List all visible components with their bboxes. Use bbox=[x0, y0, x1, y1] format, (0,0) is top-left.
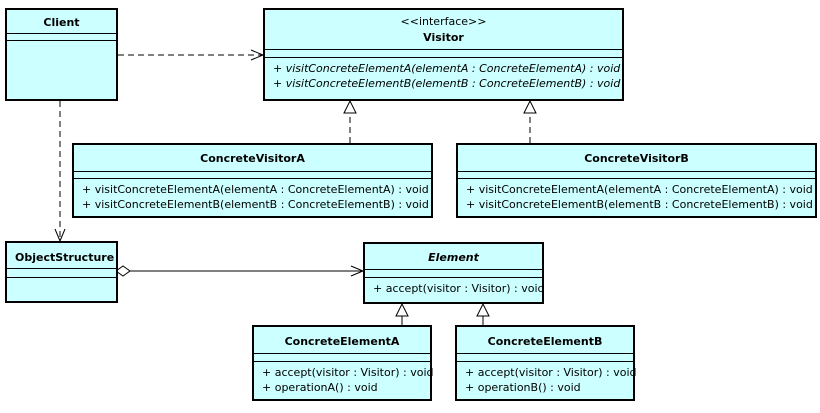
operations-compartment: + accept(visitor : Visitor) : void bbox=[365, 277, 545, 296]
class-concrete-element-a[interactable]: ConcreteElementA + accept(visitor : Visi… bbox=[252, 325, 434, 401]
operations-compartment bbox=[7, 40, 116, 41]
class-client[interactable]: Client bbox=[5, 8, 118, 101]
attributes-compartment bbox=[74, 171, 431, 178]
class-element[interactable]: Element + accept(visitor : Visitor) : vo… bbox=[363, 242, 544, 304]
class-concrete-element-b[interactable]: ConcreteElementB + accept(visitor : Visi… bbox=[455, 325, 637, 401]
attributes-compartment bbox=[254, 353, 430, 361]
class-name: ConcreteVisitorB bbox=[584, 152, 689, 165]
operations-compartment: + accept(visitor : Visitor) : void + ope… bbox=[457, 361, 637, 395]
attributes-compartment bbox=[7, 268, 116, 277]
attributes-compartment bbox=[365, 269, 542, 277]
class-name: ConcreteVisitorA bbox=[200, 152, 305, 165]
class-concrete-visitor-b[interactable]: ConcreteVisitorB + visitConcreteElementA… bbox=[456, 143, 817, 218]
attributes-compartment bbox=[458, 171, 815, 178]
attributes-compartment bbox=[265, 49, 622, 57]
operation: + accept(visitor : Visitor) : void bbox=[373, 282, 545, 295]
class-name: ConcreteElementB bbox=[487, 335, 603, 348]
class-name: ConcreteElementA bbox=[284, 335, 400, 348]
operation: + operationB() : void bbox=[465, 381, 581, 394]
operation: + visitConcreteElementA(elementA : Concr… bbox=[273, 62, 621, 75]
class-name: Element bbox=[428, 251, 479, 264]
class-object-structure[interactable]: ObjectStructure bbox=[5, 241, 118, 303]
attributes-compartment bbox=[457, 353, 633, 361]
operation: + visitConcreteElementB(elementB : Concr… bbox=[466, 198, 813, 211]
operation: + visitConcreteElementA(elementA : Concr… bbox=[466, 183, 813, 196]
operation: + operationA() : void bbox=[262, 381, 378, 394]
operations-compartment: + visitConcreteElementA(elementA : Concr… bbox=[458, 178, 815, 212]
operations-compartment: + visitConcreteElementA(elementA : Concr… bbox=[265, 57, 622, 91]
operation: + visitConcreteElementB(elementB : Concr… bbox=[82, 198, 429, 211]
operation: + visitConcreteElementB(elementB : Concr… bbox=[273, 77, 621, 90]
class-name: Visitor bbox=[423, 31, 464, 44]
interface-visitor[interactable]: <<interface>> Visitor + visitConcreteEle… bbox=[263, 8, 624, 101]
operation: + accept(visitor : Visitor) : void bbox=[262, 366, 434, 379]
operation: + visitConcreteElementA(elementA : Concr… bbox=[82, 183, 429, 196]
stereotype-label: <<interface>> bbox=[400, 15, 487, 28]
operations-compartment bbox=[7, 277, 116, 278]
operations-compartment: + accept(visitor : Visitor) : void + ope… bbox=[254, 361, 434, 395]
operations-compartment: + visitConcreteElementA(elementA : Concr… bbox=[74, 178, 431, 212]
attributes-compartment bbox=[7, 33, 116, 40]
operation: + accept(visitor : Visitor) : void bbox=[465, 366, 637, 379]
class-name: ObjectStructure bbox=[15, 251, 115, 264]
class-concrete-visitor-a[interactable]: ConcreteVisitorA + visitConcreteElementA… bbox=[72, 143, 433, 218]
class-name: Client bbox=[43, 16, 80, 29]
